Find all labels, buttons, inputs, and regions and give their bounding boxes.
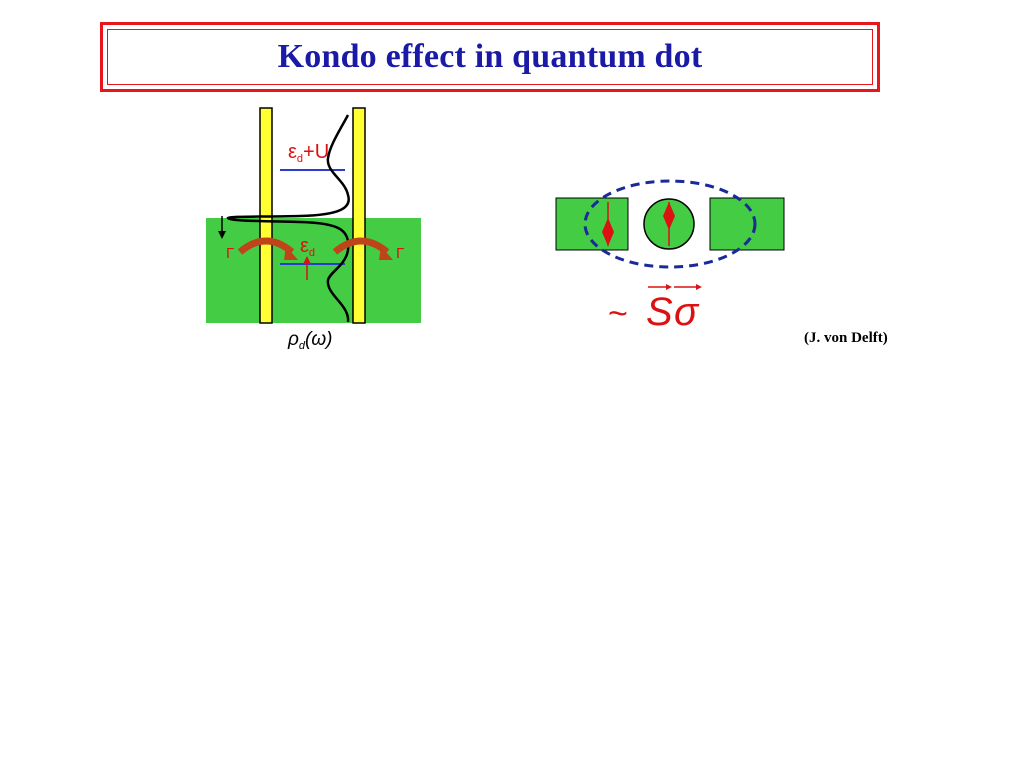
right-barrier bbox=[352, 107, 366, 324]
gamma-left-label: Γ bbox=[226, 245, 234, 262]
spin-coupling-diagram: ~ S σ bbox=[555, 179, 785, 334]
density-label: ρd(ω) bbox=[287, 329, 332, 352]
credit-text: (J. von Delft) bbox=[804, 330, 888, 346]
upper-level-label: εd+U bbox=[288, 141, 329, 165]
tunnel-arrow-right-head bbox=[379, 246, 393, 260]
spin-sigma-symbol: σ bbox=[674, 290, 700, 334]
lower-level-label: εd bbox=[300, 235, 315, 259]
quantum-dot-level-diagram: εd+U εd Γ Γ ρd(ω) bbox=[206, 107, 421, 352]
tunnel-arrow-left-head bbox=[284, 246, 298, 260]
spin-S-symbol: S bbox=[646, 290, 673, 334]
density-of-states-curve bbox=[226, 114, 350, 323]
spin-down-arrow-head bbox=[218, 231, 226, 239]
title-inner-frame: Kondo effect in quantum dot bbox=[107, 29, 873, 85]
title-frame: Kondo effect in quantum dot bbox=[100, 22, 880, 92]
gamma-right-label: Γ bbox=[396, 245, 404, 262]
vector-S-head bbox=[666, 284, 672, 290]
dot-spin-diamond bbox=[663, 202, 675, 230]
lead-spin-diamond bbox=[602, 218, 614, 246]
slide-title: Kondo effect in quantum dot bbox=[277, 38, 703, 75]
fermi-sea-green bbox=[206, 218, 421, 323]
coupling-tilde: ~ bbox=[608, 295, 628, 333]
spin-up-arrow-head bbox=[303, 256, 311, 264]
vector-sigma-head bbox=[696, 284, 702, 290]
coupling-ellipse bbox=[583, 179, 757, 269]
